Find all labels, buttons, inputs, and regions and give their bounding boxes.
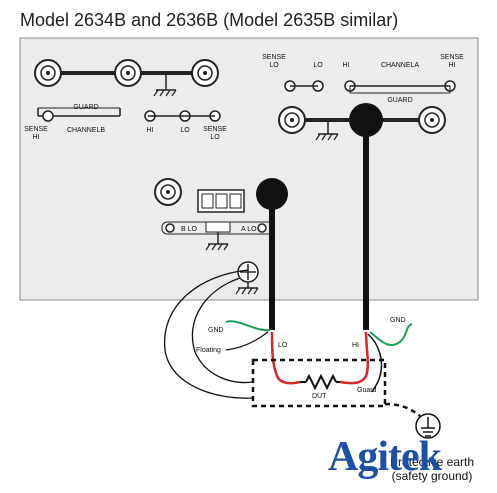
red-wire-lo — [270, 331, 301, 385]
label-sense-lo-b-2: LO — [210, 134, 220, 141]
hi-cable — [349, 103, 383, 330]
rear-panel — [19, 37, 479, 301]
dut-resistor — [300, 373, 340, 391]
label-sense-hi-a-2: HI — [449, 62, 456, 69]
floating-wire — [225, 331, 269, 351]
label-guard-b: GUARD — [73, 104, 98, 111]
label-sense-lo-a-2: LO — [269, 62, 279, 69]
label-hi-cable: HI — [352, 342, 359, 349]
channel-b-terminals — [37, 107, 221, 122]
loop-wire-outer — [164, 269, 254, 399]
label-b-lo: B LO — [181, 226, 198, 233]
label-floating: Floating — [196, 347, 221, 354]
label-hi-b: HI — [147, 127, 154, 134]
channel-b-connector-row — [34, 59, 219, 97]
label-lo-cable: LO — [278, 342, 288, 349]
label-hi-a: HI — [343, 62, 350, 69]
label-sense-hi-b-2: HI — [33, 134, 40, 141]
red-wire-hi — [339, 331, 370, 385]
protective-earth-icon — [415, 413, 441, 439]
label-protective-earth-2: (safety ground) — [392, 469, 473, 483]
diagram-title: Model 2634B and 2636B (Model 2635B simil… — [20, 10, 399, 30]
label-gnd-left: GND — [208, 327, 224, 334]
label-sense-hi-b-1: SENSE — [24, 126, 48, 133]
label-lo-a: LO — [313, 62, 323, 69]
label-guard-cable: Guard — [357, 387, 377, 394]
agitek-logo: Agitek — [328, 434, 442, 480]
middle-connectors — [154, 178, 275, 251]
label-sense-lo-a-1: SENSE — [262, 54, 286, 61]
label-channel-a: CHANNELA — [381, 62, 419, 69]
label-dut: DUT — [312, 393, 327, 400]
guard-wire — [367, 333, 383, 393]
chassis-ground-lug — [235, 261, 259, 295]
channel-a-terminals — [284, 80, 456, 94]
label-guard-a: GUARD — [387, 97, 412, 104]
label-sense-lo-b-1: SENSE — [203, 126, 227, 133]
label-protective-earth-1: Protective earth — [390, 455, 474, 469]
loop-wire-inner — [191, 277, 254, 384]
label-sense-hi-a-1: SENSE — [440, 54, 464, 61]
lo-cable — [256, 178, 288, 330]
green-wire-left — [225, 320, 271, 332]
label-channel-b: CHANNELB — [67, 127, 105, 134]
label-lo-b: LO — [180, 127, 190, 134]
enclosure-to-ground — [384, 402, 421, 417]
green-wire-right — [369, 323, 413, 346]
label-gnd-right: GND — [390, 317, 406, 324]
label-a-lo: A LO — [241, 226, 257, 233]
guard-enclosure — [251, 358, 387, 408]
